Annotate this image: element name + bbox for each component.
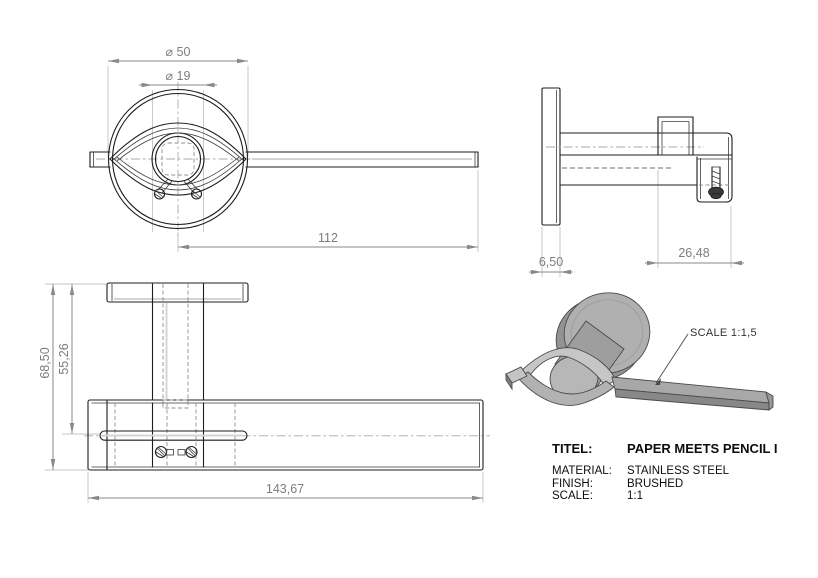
side-loop-block <box>657 116 694 156</box>
iso-eye-strip <box>517 347 617 406</box>
dim-bore-diameter-text: ⌀ 19 <box>166 69 191 83</box>
dim-rose-diameter: ⌀ 50 <box>108 45 248 64</box>
scale-label: SCALE: <box>552 490 593 502</box>
bottom-neck <box>151 283 205 403</box>
dim-overall-length: 143,67 <box>88 482 483 501</box>
finish-value: BRUSHED <box>627 477 684 490</box>
dim-rose-thickness-text: 6,50 <box>539 255 563 269</box>
side-view: 6,50 26,48 <box>529 87 744 277</box>
side-lever-arm <box>546 132 733 203</box>
bottom-spindle-hole <box>162 399 189 409</box>
finish-row: FINISH: BRUSHED <box>552 478 792 491</box>
material-value: STAINLESS STEEL <box>627 465 730 477</box>
iso-scale-annotation: SCALE 1:1,5 <box>655 327 757 385</box>
dim-lever-length: 112 <box>178 231 478 250</box>
front-screws <box>153 178 203 200</box>
front-centerlines <box>96 82 260 238</box>
titel-value: PAPER MEETS PENCIL I <box>627 441 778 456</box>
bottom-rose-plate <box>106 282 249 303</box>
rose-outline <box>107 88 249 230</box>
title-row: TITEL: PAPER MEETS PENCIL I <box>552 441 792 456</box>
lever-stub <box>89 151 111 168</box>
iso-leader-line <box>655 333 689 384</box>
dim-lever-length-text: 112 <box>318 231 338 245</box>
lever-bar <box>245 151 479 168</box>
scale-row: SCALE: 1:1 <box>552 490 792 503</box>
scale-value: 1:1 <box>627 490 643 502</box>
dim-grip-length-text: 26,48 <box>678 246 709 260</box>
side-extension-lines <box>541 170 732 277</box>
dim-slot-height: 55,26 <box>57 284 75 434</box>
dim-overall-height: 68,50 <box>38 284 56 470</box>
dim-grip-length: 26,48 <box>645 246 744 266</box>
dim-bore-diameter: ⌀ 19 <box>139 69 217 88</box>
finish-label: FINISH: <box>552 477 593 490</box>
bottom-screws <box>154 445 198 459</box>
front-view: ⌀ 50 ⌀ 19 112 <box>89 45 479 252</box>
material-row: MATERIAL: STAINLESS STEEL <box>552 465 792 478</box>
eye-strip <box>109 122 247 196</box>
iso-leader-arrow <box>655 378 661 385</box>
dim-slot-height-text: 55,26 <box>57 343 71 374</box>
title-block: TITEL: PAPER MEETS PENCIL I MATERIAL: ST… <box>552 441 792 503</box>
dim-rose-diameter-text: ⌀ 50 <box>166 45 191 59</box>
iso-scale-text: SCALE 1:1,5 <box>690 327 757 339</box>
paper-slot <box>99 430 248 441</box>
dim-overall-length-text: 143,67 <box>266 482 304 496</box>
material-label: MATERIAL: <box>552 465 612 477</box>
side-rose-plate <box>541 87 561 226</box>
bottom-handle-bar <box>84 399 490 471</box>
spindle-square-hole <box>161 142 195 176</box>
dim-rose-thickness: 6,50 <box>529 255 573 275</box>
iso-tail-tip <box>505 366 528 391</box>
bottom-view: 68,50 55,26 143,67 <box>38 282 490 503</box>
titel-label: TITEL: <box>552 441 593 456</box>
dim-overall-height-text: 68,50 <box>38 347 52 378</box>
iso-lever-bar <box>611 376 774 411</box>
iso-view: SCALE 1:1,5 <box>505 292 774 411</box>
side-screw <box>708 166 724 199</box>
